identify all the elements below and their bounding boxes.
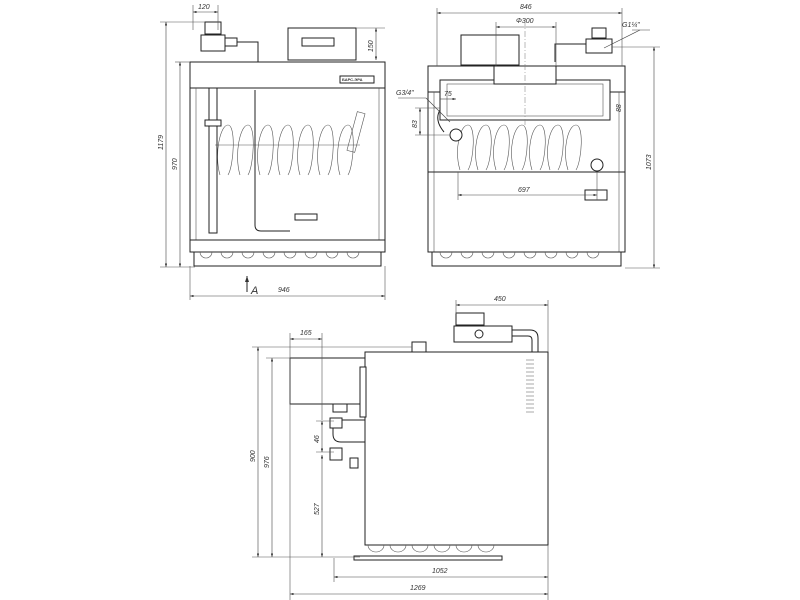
rear-view: 846 Φ300 G1¼" G3/4" 75 83 697 88 1073: [396, 4, 660, 269]
top-panel: [189, 61, 386, 89]
control-box: [460, 34, 520, 66]
front-view: БАРС-ЭРА 120 1179 970 150 946 A: [158, 4, 386, 300]
dim-depth: 1052: [432, 568, 448, 575]
burners: [439, 251, 600, 259]
pilot-tube: [254, 90, 290, 232]
burner-tray: [193, 251, 382, 267]
gas-valve: [200, 21, 259, 62]
dim-pipe-height: 527: [314, 502, 321, 515]
dim-pipe-spacing: 46: [314, 435, 321, 443]
boiler-body: [364, 351, 549, 546]
vent-grille: [526, 359, 534, 413]
dim-body-height: 970: [172, 158, 179, 170]
heat-exchanger-coils: [457, 124, 582, 171]
gas-valve-top: [455, 312, 485, 326]
water-connection-label: G3/4": [396, 90, 414, 97]
base-rail: [353, 555, 503, 561]
supply-pipe: [590, 158, 604, 172]
nameplate-label: БАРС-ЭРА: [342, 77, 363, 82]
dim-burner-span: 697: [518, 187, 531, 194]
gas-pipe: [208, 87, 218, 234]
lifting-lug: [411, 341, 427, 353]
gas-connection-label: G1¼": [622, 22, 640, 29]
nameplate: [339, 75, 375, 84]
gas-valve: [554, 27, 613, 62]
flue-hood: [289, 357, 366, 405]
burners: [199, 251, 360, 259]
dim-control-box-height: 150: [368, 40, 375, 52]
dim-overall-height: 1179: [158, 135, 165, 150]
dim-flue-offset: 165: [300, 330, 312, 337]
dim-height-900: 900: [250, 450, 257, 462]
dim-pipe-height: 83: [412, 120, 419, 128]
return-pipe: [449, 128, 463, 142]
heat-exchanger-coils: [215, 111, 366, 176]
dim-overall-depth: 1269: [410, 585, 426, 592]
dim-width: 946: [278, 287, 290, 294]
dim-valve-depth: 450: [494, 296, 506, 303]
dim-valve-offset: 120: [198, 4, 210, 11]
dim-side-gap: 88: [616, 104, 623, 112]
dim-pipe-offset: 75: [444, 91, 452, 98]
boiler-body: [189, 87, 386, 241]
base-frame: [189, 239, 386, 253]
dim-flue-diameter: Φ300: [516, 18, 534, 25]
dim-height-976: 976: [264, 456, 271, 468]
burners: [367, 544, 495, 553]
dim-width: 846: [520, 4, 532, 11]
burner-tray: [431, 251, 622, 267]
dim-height: 1073: [646, 154, 653, 170]
side-view: 450 165 900 976 46 527 1052 1269: [250, 296, 549, 600]
control-display: [301, 37, 335, 47]
view-marker: A: [250, 285, 258, 297]
